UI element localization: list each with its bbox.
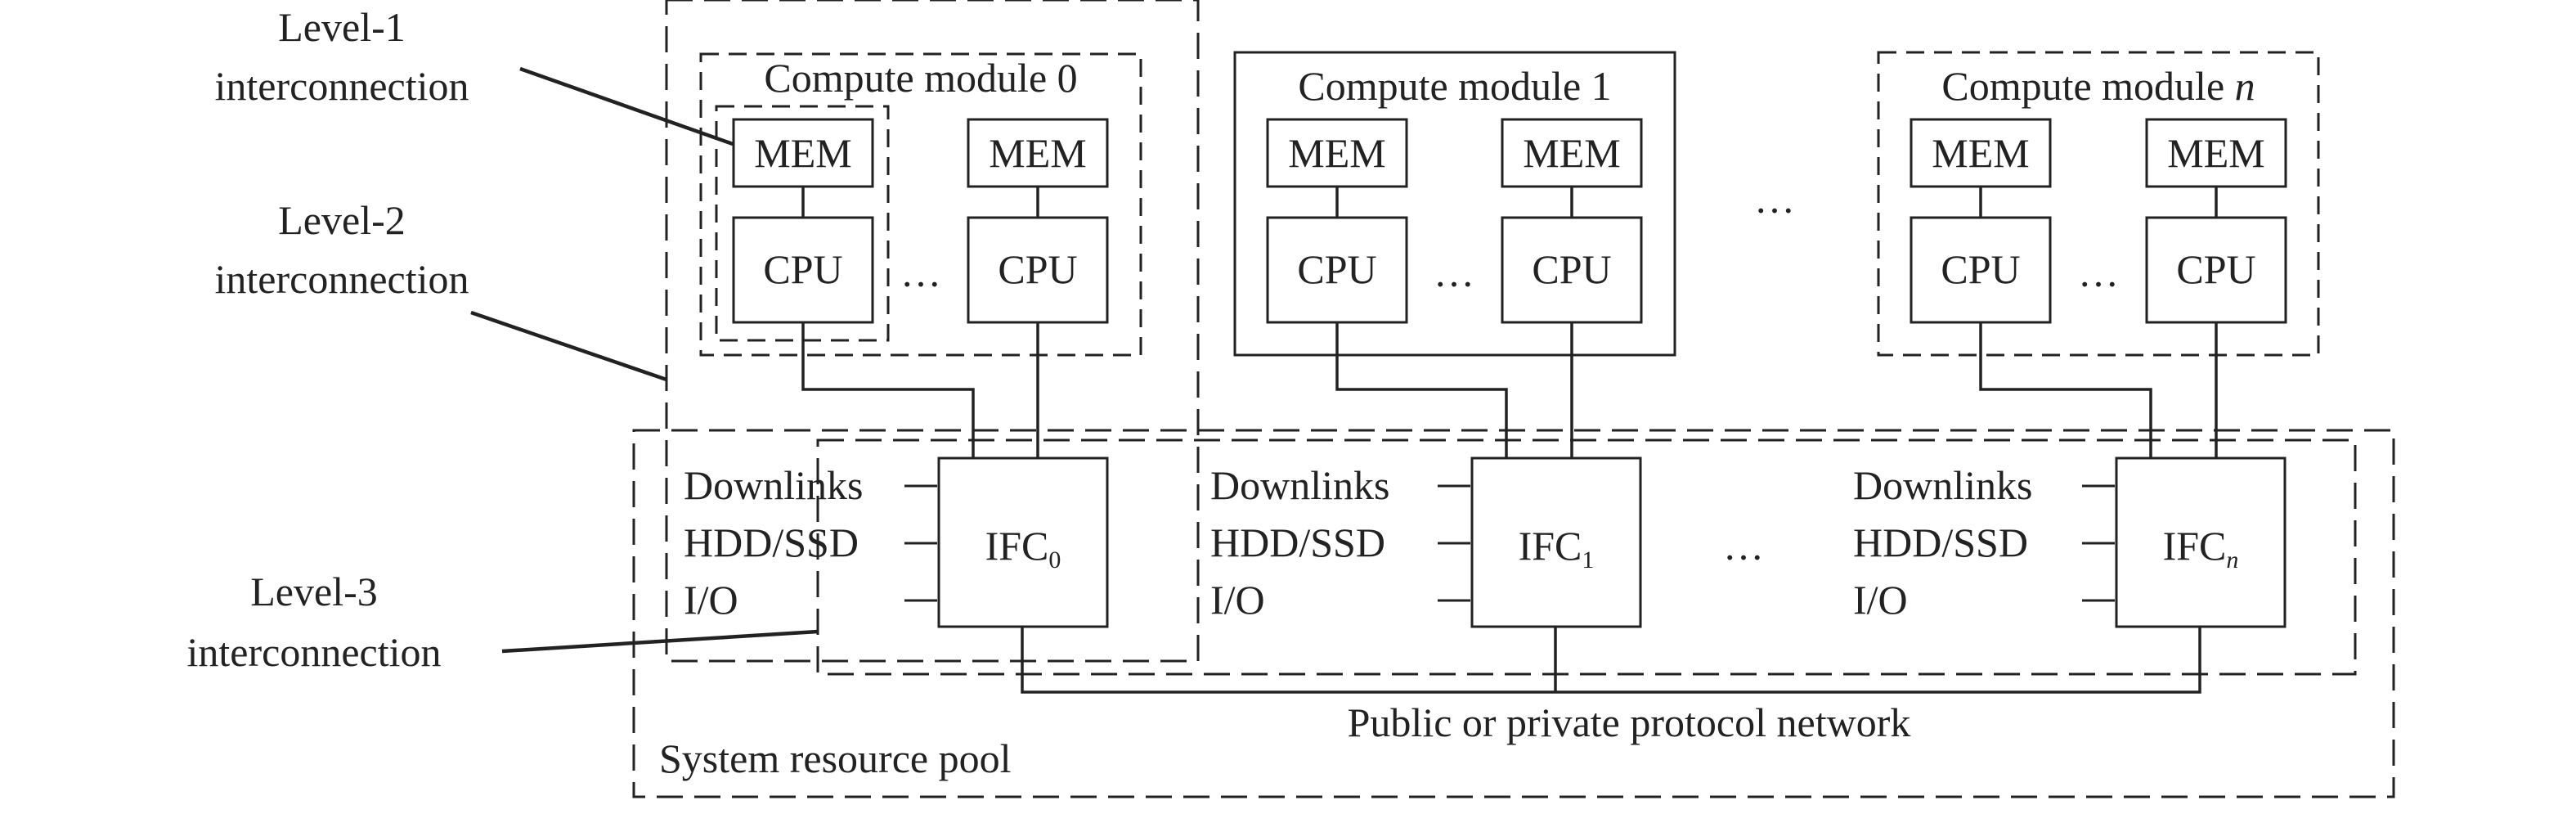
port-label-io: I/O — [1853, 577, 1908, 623]
port-label-downlinks: Downlinks — [1853, 462, 2032, 508]
port-label-downlinks: Downlinks — [684, 462, 863, 508]
cpu-label: CPU — [763, 246, 842, 292]
port-label-storage: HDD/SSD — [1210, 519, 1385, 565]
mem-box — [1910, 118, 2052, 188]
cpu-label: CPU — [1297, 246, 1376, 292]
level3-label-line2: interconnection — [187, 629, 442, 675]
compute-module-n-boundary — [1877, 51, 2320, 357]
cpu-ifc-link — [1335, 322, 1508, 458]
mem-label: MEM — [2167, 130, 2264, 176]
mem-box — [1501, 118, 1643, 188]
network-label: Public or private protocol network — [1348, 699, 1911, 745]
cpu-ifc-link — [801, 322, 975, 458]
level2-label-line1: Level-2 — [278, 197, 405, 243]
mem-box — [1266, 118, 1408, 188]
mem-label: MEM — [1932, 130, 2029, 176]
cpu-ifc-link — [1979, 322, 2152, 458]
level2-label-line2: interconnection — [215, 256, 469, 302]
compute-module-n-title: Compute module n — [1941, 63, 2255, 109]
level2-leader-line — [470, 310, 667, 382]
level1-label-line1: Level-1 — [278, 4, 405, 50]
ifc-box — [2115, 456, 2287, 628]
module-ellipsis: … — [1754, 176, 1795, 222]
network-bus — [1021, 627, 2201, 694]
port-label-io: I/O — [1210, 577, 1265, 623]
cpu-label: CPU — [2176, 246, 2255, 292]
level1-interconnection-boundary — [715, 105, 890, 342]
mem-label: MEM — [989, 130, 1086, 176]
cpu-ellipsis: … — [900, 250, 941, 295]
mem-box — [732, 118, 874, 188]
cpu-box — [1266, 216, 1408, 324]
compute-module-0-boundary — [699, 52, 1142, 357]
cpu-ellipsis: … — [2078, 250, 2119, 295]
ifc-box — [937, 456, 1109, 628]
compute-module-1-title: Compute module 1 — [1298, 63, 1611, 109]
cpu-ellipsis: … — [1434, 250, 1474, 295]
port-label-storage: HDD/SSD — [1853, 519, 2028, 565]
level3-interconnection-boundary — [816, 438, 2357, 676]
resource-pool-label: System resource pool — [659, 735, 1011, 781]
mem-label: MEM — [1523, 130, 1620, 176]
mem-box — [967, 118, 1109, 188]
ifc-box — [1470, 456, 1642, 628]
compute-module-0-title: Compute module 0 — [764, 55, 1077, 101]
port-label-io: I/O — [684, 577, 738, 623]
ifc-label: IFCn — [2163, 523, 2239, 573]
cpu-box — [1501, 216, 1643, 324]
cpu-label: CPU — [998, 246, 1077, 292]
port-label-downlinks: Downlinks — [1210, 462, 1389, 508]
compute-module-1-boundary — [1233, 51, 1676, 357]
mem-label: MEM — [754, 130, 851, 176]
level3-leader-line — [501, 629, 819, 654]
level1-label-line2: interconnection — [215, 63, 469, 109]
level3-label-line1: Level-3 — [250, 569, 377, 614]
ifc-label: IFC1 — [1519, 523, 1595, 573]
cpu-box — [1910, 216, 2052, 324]
cpu-box — [2145, 216, 2287, 324]
port-label-storage: HDD/SSD — [684, 519, 859, 565]
cpu-box — [732, 216, 874, 324]
level2-interconnection-boundary — [665, 0, 1200, 663]
level1-leader-line — [519, 66, 734, 146]
cpu-label: CPU — [1532, 246, 1611, 292]
system-resource-pool-boundary — [632, 429, 2395, 798]
mem-box — [2145, 118, 2287, 188]
ifc-ellipsis: … — [1723, 523, 1764, 569]
mem-label: MEM — [1288, 130, 1385, 176]
cpu-label: CPU — [1941, 246, 2020, 292]
ifc-label: IFC0 — [985, 523, 1061, 573]
